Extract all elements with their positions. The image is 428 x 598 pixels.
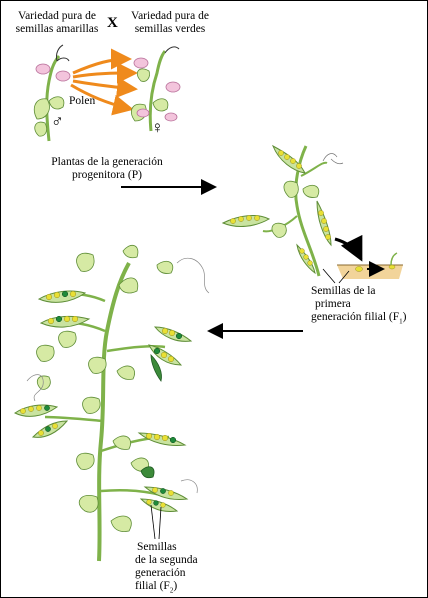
pollen-label: Polen — [69, 95, 96, 107]
f1-seeds-label: Semillas de la primera generación filial… — [311, 285, 406, 328]
pollen-arrows — [70, 48, 138, 116]
parent-right-label: Variedad pura de semillas verdes — [121, 10, 219, 36]
label-line: progenitora (P) — [72, 169, 142, 181]
pod — [221, 215, 271, 227]
f1-plant — [221, 144, 403, 284]
flower-icon — [136, 108, 150, 118]
seed — [355, 266, 363, 272]
label-line: de la segunda — [135, 554, 198, 566]
sprout — [390, 252, 398, 266]
female-symbol: ♀ — [151, 118, 164, 137]
label-line: semillas amarillas — [15, 23, 99, 35]
label-line: Plantas de la generación — [51, 156, 163, 168]
flower-icon — [35, 63, 51, 75]
parent-female-plant — [131, 46, 181, 132]
pod — [139, 498, 179, 512]
parental-generation-label: Plantas de la generación progenitora (P) — [37, 156, 177, 182]
label-line: Variedad pura de — [18, 10, 96, 22]
subscript: 1 — [399, 317, 403, 326]
f2-plant — [14, 244, 210, 562]
flower-icon — [164, 112, 178, 122]
label-line: Semillas de la — [311, 285, 376, 297]
label-line: generación — [135, 567, 186, 579]
flower-icon — [55, 70, 71, 82]
pod — [37, 290, 87, 303]
male-symbol: ♂ — [51, 112, 64, 131]
flower-icon — [133, 57, 149, 69]
label-line: primera — [315, 298, 351, 310]
label-line: filial (F2) — [135, 580, 178, 595]
subscript: 2 — [169, 586, 174, 595]
label-line: semillas verdes — [134, 23, 206, 35]
label-line: Semillas — [137, 541, 177, 553]
cross-symbol: X — [107, 15, 118, 31]
label-line: generación filial (F1) — [311, 311, 407, 326]
f2-seeds-label: Semillas de la segunda generación filial… — [135, 541, 198, 597]
parent-left-label: Variedad pura de semillas amarillas — [9, 10, 105, 36]
flower-icon — [165, 81, 181, 93]
label-line: Variedad pura de — [131, 10, 209, 22]
parent-male-plant — [33, 44, 71, 142]
